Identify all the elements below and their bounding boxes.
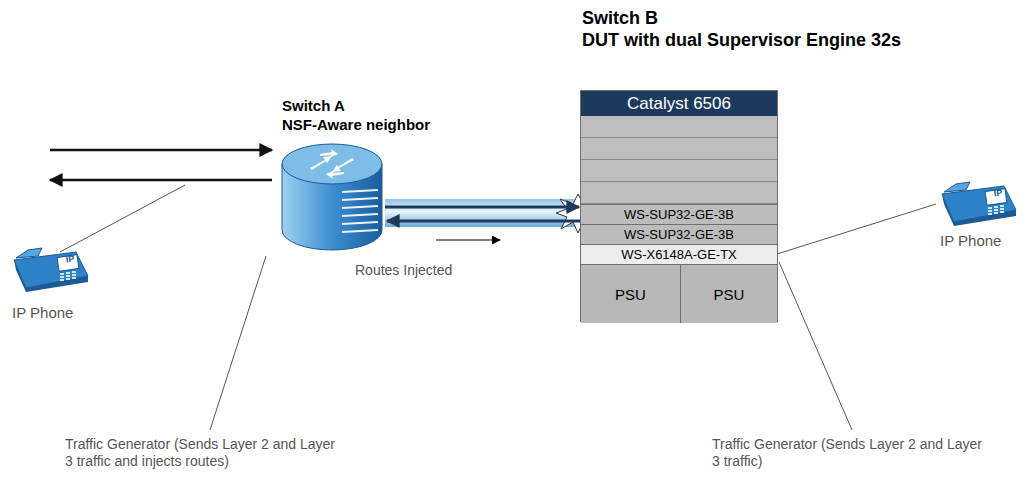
chassis-heading: Switch BDUT with dual Supervisor Engine … (582, 7, 901, 51)
phone-label: IP Phone (940, 232, 1001, 249)
module-slot: WS-SUP32-GE-3B (581, 224, 777, 244)
power-supply: PSU (680, 264, 777, 323)
empty-slot (581, 160, 777, 182)
node-heading: Switch A (282, 96, 430, 115)
annotation-label: Routes Injected (355, 262, 495, 279)
empty-slot (581, 138, 777, 160)
link-arrow (385, 206, 579, 209)
router-icon (280, 140, 385, 255)
phone-icon (8, 246, 90, 292)
annotation-label: Traffic Generator (Sends Layer 2 and Lay… (65, 436, 337, 470)
chassis-name: Catalyst 6506 (627, 94, 731, 114)
link-band (385, 199, 577, 227)
router-heading: Switch ANSF-Aware neighbor (282, 96, 430, 134)
leader-line (779, 262, 852, 430)
link-arrow (387, 220, 581, 223)
psu-label: PSU (615, 286, 646, 303)
node-heading: NSF-Aware neighbor (282, 115, 430, 134)
routes-arrow (436, 240, 500, 241)
phone-wire (60, 185, 185, 252)
empty-slot (581, 116, 777, 138)
chassis-nameplate: Catalyst 6506 (581, 91, 777, 116)
traffic-arrow (50, 149, 272, 152)
psu-label: PSU (714, 286, 745, 303)
ip-phone: IPIP Phone (936, 180, 1024, 250)
node-heading: DUT with dual Supervisor Engine 32s (582, 29, 901, 51)
node-heading: Switch B (582, 7, 901, 29)
module-slot: WS-SUP32-GE-3B (581, 204, 777, 224)
module-name: WS-SUP32-GE-3B (624, 207, 734, 222)
phone-icon (936, 180, 1018, 226)
ip-phone: IPIP Phone (8, 246, 94, 322)
switch-chassis: Switch BDUT with dual Supervisor Engine … (580, 90, 778, 322)
power-supply: PSU (581, 264, 680, 323)
traffic-arrow (50, 179, 272, 182)
module-name: WS-X6148A-GE-TX (621, 247, 737, 262)
phone-wire (777, 204, 936, 254)
leader-line (210, 256, 266, 430)
annotation-label: Traffic Generator (Sends Layer 2 and Lay… (712, 436, 984, 470)
router-node: Switch ANSF-Aware neighbor (280, 140, 385, 255)
module-slot: WS-X6148A-GE-TX (581, 244, 777, 264)
empty-slot (581, 182, 777, 204)
module-name: WS-SUP32-GE-3B (624, 227, 734, 242)
phone-label: IP Phone (12, 304, 73, 321)
